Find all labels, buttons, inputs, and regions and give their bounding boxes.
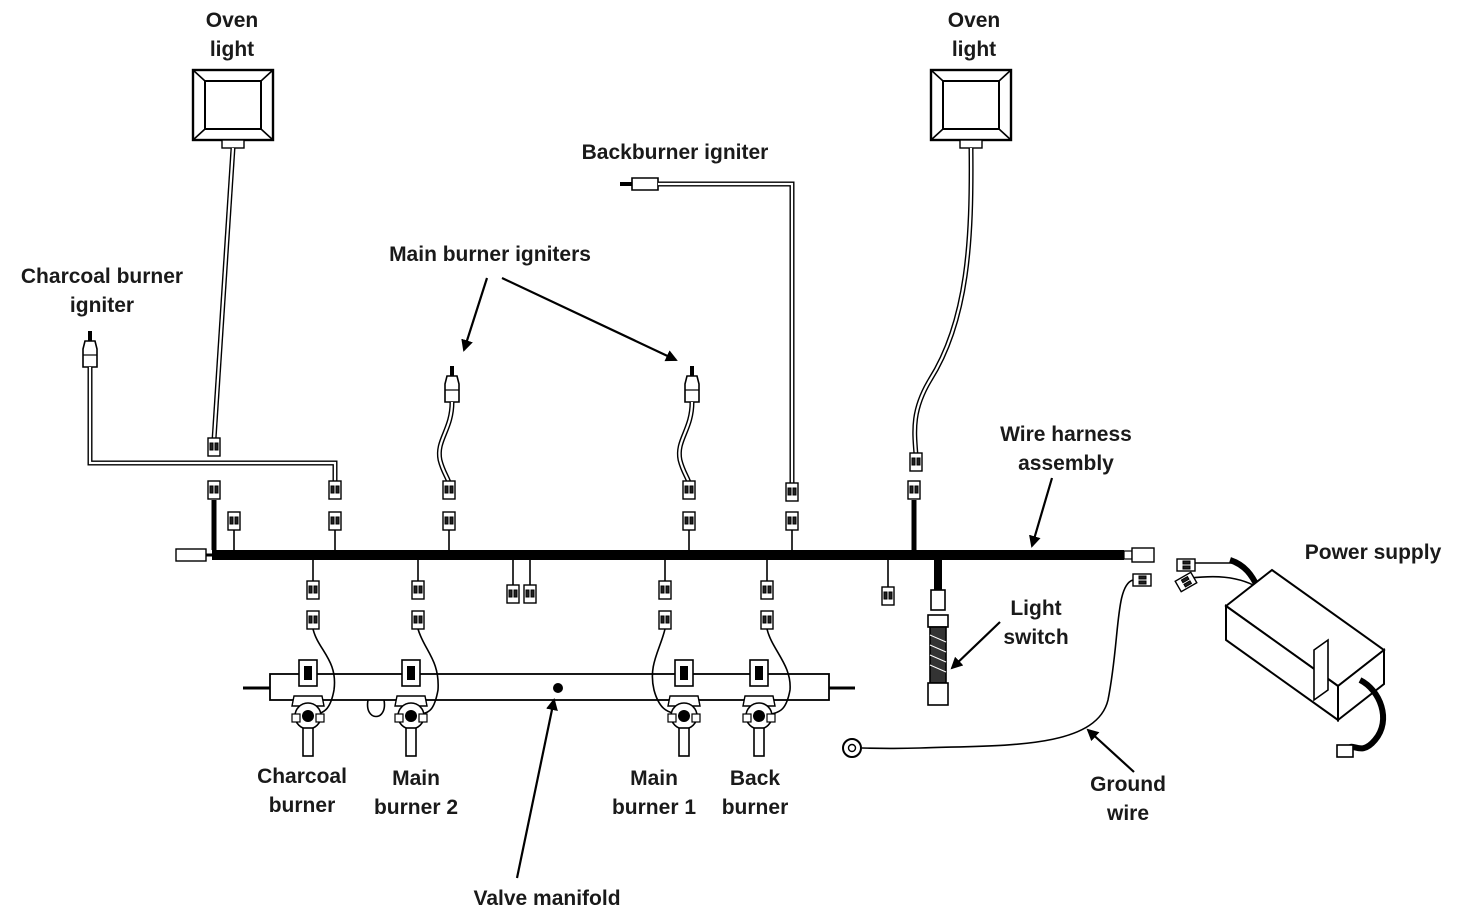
wire-harness-trunk — [175, 480, 1155, 606]
leader-arrows — [461, 277, 1135, 879]
label-oven-light-left: Oven light — [205, 9, 259, 61]
light-switch — [927, 560, 949, 706]
label-main-burner-igniters: Main burner igniters — [389, 243, 591, 266]
label-back-burner: Back burner — [721, 767, 789, 819]
label-light-switch: Light switch — [1003, 597, 1069, 649]
label-power-supply: Power supply — [1304, 541, 1442, 564]
power-supply — [1174, 557, 1387, 758]
main-burner-igniter-right — [676, 365, 700, 500]
oven-light-right — [909, 68, 1013, 472]
charcoal-burner-igniter — [82, 330, 342, 500]
label-oven-light-right: Oven light — [947, 9, 1001, 61]
label-backburner-igniter: Backburner igniter — [581, 141, 769, 164]
label-wire-harness-assembly: Wire harness assembly — [1000, 423, 1132, 475]
label-ground-wire: Ground wire — [1090, 773, 1166, 825]
valve-manifold — [243, 610, 855, 757]
label-main-burner-2: Main burner 2 — [373, 767, 459, 819]
label-valve-manifold: Valve manifold — [473, 887, 621, 910]
main-burner-igniter-left — [436, 365, 460, 500]
backburner-igniter — [620, 177, 799, 502]
ground-wire — [842, 573, 1152, 758]
oven-light-left — [191, 68, 275, 457]
label-charcoal-burner-igniter: Charcoal burner igniter — [20, 265, 184, 317]
label-main-burner-1: Main burner 1 — [611, 767, 697, 819]
label-charcoal-burner: Charcoal burner — [257, 765, 347, 817]
